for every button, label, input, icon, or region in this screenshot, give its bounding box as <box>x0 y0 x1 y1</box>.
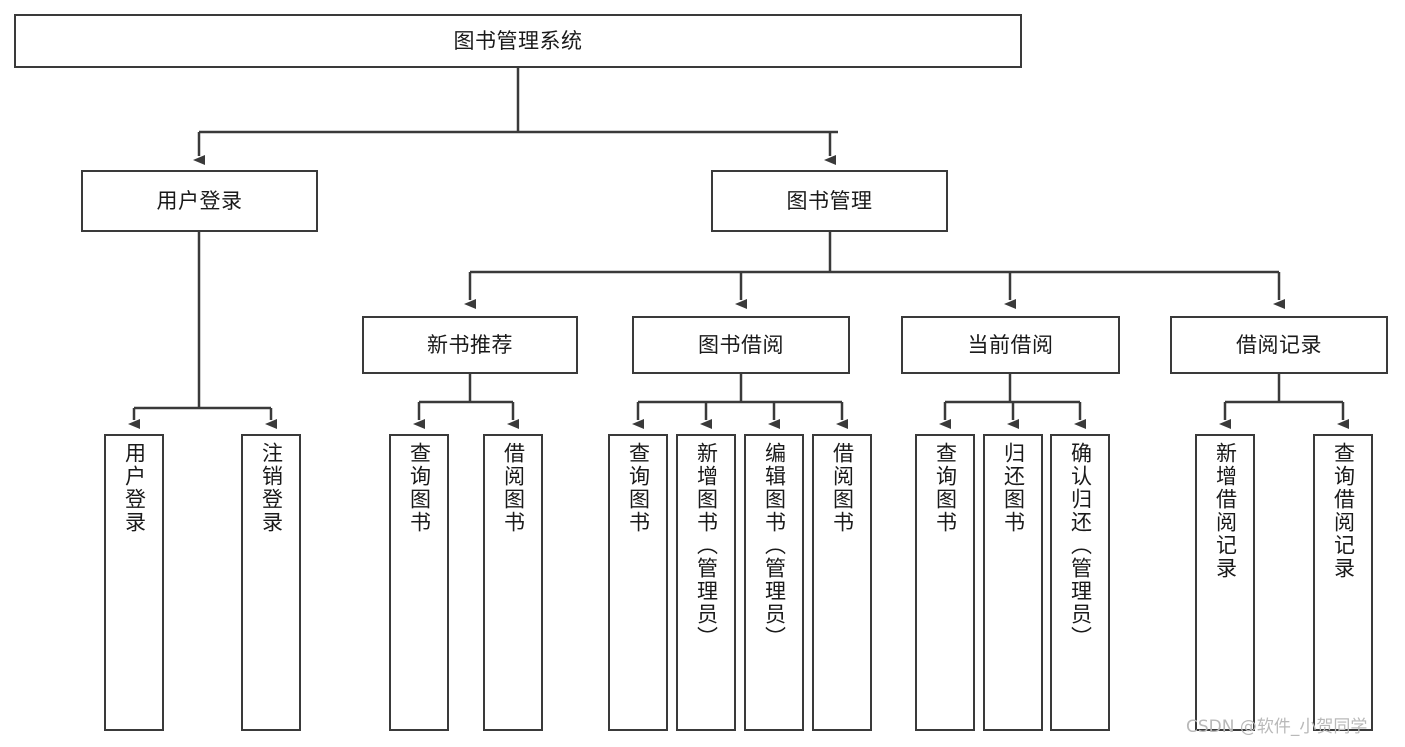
node-current-return-book-label: 归还图书 <box>1001 442 1026 534</box>
node-borrow-edit-book[interactable]: 编辑图书（管理员） <box>744 434 804 731</box>
node-borrow-record-label: 借阅记录 <box>1236 332 1322 357</box>
node-root[interactable]: 图书管理系统 <box>14 14 1022 68</box>
node-root-label: 图书管理系统 <box>453 28 583 53</box>
node-borrow-add-book-label: 新增图书（管理员） <box>694 442 719 649</box>
node-borrow-borrow-book-label: 借阅图书 <box>830 442 855 534</box>
node-record-query[interactable]: 查询借阅记录 <box>1313 434 1373 731</box>
node-borrow-edit-book-label: 编辑图书（管理员） <box>762 442 787 649</box>
node-borrow-record[interactable]: 借阅记录 <box>1170 316 1388 374</box>
node-record-add-label: 新增借阅记录 <box>1213 442 1238 580</box>
node-book-management[interactable]: 图书管理 <box>711 170 948 232</box>
node-current-borrow-label: 当前借阅 <box>967 332 1054 357</box>
node-user-login-logout-label: 注销登录 <box>259 442 284 534</box>
node-recommend-borrow-book[interactable]: 借阅图书 <box>483 434 543 731</box>
node-record-add[interactable]: 新增借阅记录 <box>1195 434 1255 731</box>
node-current-confirm-return[interactable]: 确认归还（管理员） <box>1050 434 1110 731</box>
watermark: CSDN @软件_小贺同学 <box>1186 717 1368 737</box>
node-current-return-book[interactable]: 归还图书 <box>983 434 1043 731</box>
node-user-login[interactable]: 用户登录 <box>81 170 318 232</box>
node-book-management-label: 图书管理 <box>786 188 873 213</box>
node-borrow-add-book[interactable]: 新增图书（管理员） <box>676 434 736 731</box>
node-current-confirm-return-label: 确认归还（管理员） <box>1068 442 1093 649</box>
node-new-book-recommend[interactable]: 新书推荐 <box>362 316 578 374</box>
node-user-login-login[interactable]: 用户登录 <box>104 434 164 731</box>
node-recommend-borrow-book-label: 借阅图书 <box>501 442 526 534</box>
node-borrow-borrow-book[interactable]: 借阅图书 <box>812 434 872 731</box>
node-book-borrow-label: 图书借阅 <box>698 332 784 357</box>
node-current-borrow[interactable]: 当前借阅 <box>901 316 1120 374</box>
node-new-book-recommend-label: 新书推荐 <box>427 332 513 357</box>
node-current-query-book[interactable]: 查询图书 <box>915 434 975 731</box>
node-current-query-book-label: 查询图书 <box>933 442 958 534</box>
node-book-borrow[interactable]: 图书借阅 <box>632 316 850 374</box>
node-record-query-label: 查询借阅记录 <box>1331 442 1356 580</box>
node-recommend-query-book-label: 查询图书 <box>407 442 432 534</box>
node-user-login-label: 用户登录 <box>156 188 243 213</box>
node-user-login-logout[interactable]: 注销登录 <box>241 434 301 731</box>
node-user-login-login-label: 用户登录 <box>122 442 147 534</box>
node-borrow-query-book[interactable]: 查询图书 <box>608 434 668 731</box>
node-borrow-query-book-label: 查询图书 <box>626 442 651 534</box>
node-recommend-query-book[interactable]: 查询图书 <box>389 434 449 731</box>
